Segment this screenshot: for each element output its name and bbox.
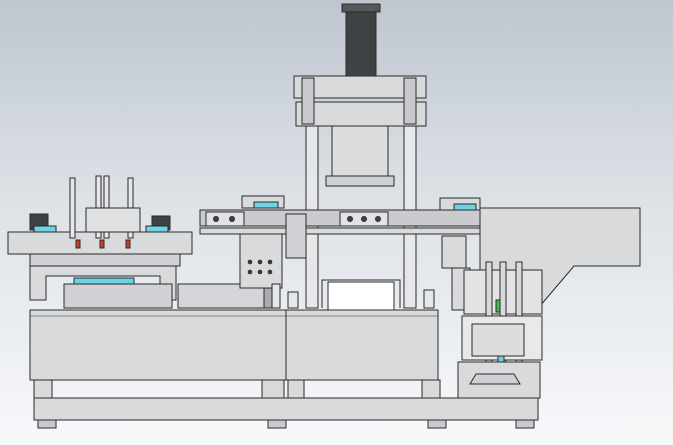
left-arch-frame (29, 265, 177, 301)
base-foot-right (515, 419, 535, 429)
rail-lower (199, 227, 495, 235)
guide-post-2 (95, 175, 102, 239)
column-cap-right (403, 77, 417, 125)
ejector-cylinder (471, 323, 525, 357)
small-post-1 (271, 283, 281, 309)
base-foot-left (37, 419, 57, 429)
cylinder-cap (341, 3, 381, 13)
guide-post-1 (69, 177, 76, 239)
carriage-left (205, 211, 245, 227)
press-die-window (327, 281, 395, 311)
rail-sensor-left (253, 201, 279, 209)
slide-bracket (285, 213, 307, 259)
base-foot-mid2 (427, 419, 447, 429)
central-press (293, 3, 427, 311)
left-sensor (33, 225, 57, 233)
indicator-green (495, 299, 501, 313)
column-cap-left (301, 77, 315, 125)
rail-sensor-right (453, 203, 477, 211)
left-station (7, 175, 273, 309)
ejector-sensor (497, 355, 505, 363)
base-beam (33, 397, 539, 421)
transfer-rail (199, 195, 495, 309)
press-die-outline (321, 279, 401, 308)
guide-post-3 (103, 175, 110, 239)
right-ejector-unit (457, 261, 543, 399)
indicator-red-3 (125, 239, 131, 249)
lower-cabinet-left (29, 309, 287, 381)
indicator-red-1 (75, 239, 81, 249)
leg-3 (287, 379, 305, 399)
leg-4 (421, 379, 441, 399)
right-vertical-slide (441, 235, 467, 269)
left-crossbar (29, 253, 181, 267)
leg-2 (261, 379, 285, 399)
press-top-plate (293, 75, 427, 99)
left-fixture-insert (73, 277, 135, 285)
gauge-right (423, 289, 435, 309)
press-cylinder-icon (345, 5, 377, 79)
gauge-left (287, 291, 299, 309)
left-fixture-block (63, 283, 173, 309)
base-frame (29, 309, 539, 429)
leg-1 (33, 379, 53, 399)
left-back-panel (85, 207, 141, 233)
press-ram (331, 125, 389, 185)
left-sensor-2 (145, 225, 169, 233)
indicator-red-2 (99, 239, 105, 249)
base-foot-mid (267, 419, 287, 429)
lower-cabinet-right (285, 309, 439, 381)
ram-platen (325, 175, 395, 187)
